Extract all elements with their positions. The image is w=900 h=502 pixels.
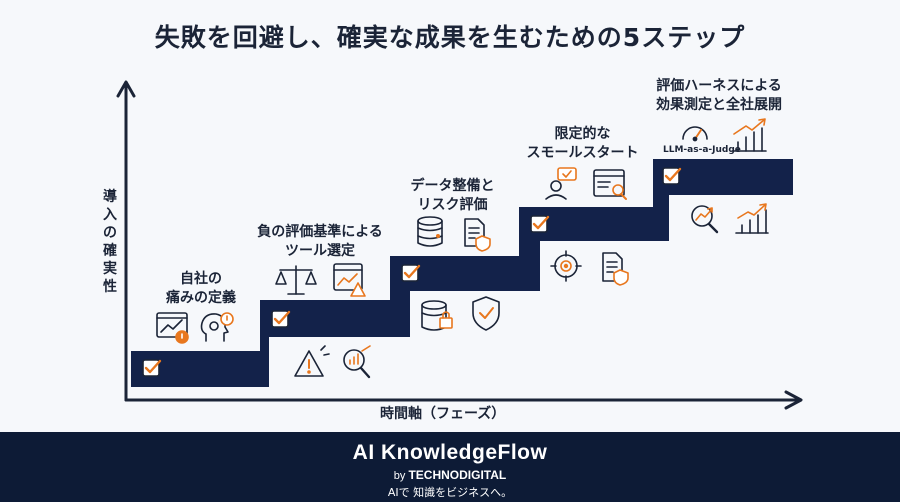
y-axis-label: 導入の確実性 [103, 189, 117, 295]
step-label-5-line1: 評価ハーネスによる [656, 78, 782, 94]
step2-icons [275, 263, 371, 379]
step-label-1-line2: 痛みの定義 [166, 290, 236, 306]
riser-1 [260, 300, 269, 387]
magnifier-chart-icon [343, 345, 371, 379]
staircase-diagram [116, 80, 803, 410]
shield-check-icon [472, 296, 500, 331]
warning-icon [294, 345, 330, 377]
growth-chart-icon [735, 203, 769, 234]
check-icon [530, 215, 550, 233]
brand-tagline: AIで 知識をビジネスへ。 [387, 486, 513, 499]
step-label-3-line1: データ整備と [410, 178, 495, 194]
user-chat-icon [545, 167, 577, 200]
browser-search-icon [593, 169, 627, 200]
step-label-4: 限定的な スモールスタート [520, 125, 645, 163]
x-axis-arrowhead [784, 390, 803, 410]
check-icons [142, 167, 682, 377]
y-axis-arrowhead [116, 80, 136, 98]
company-name: TECHNODIGITAL [408, 468, 507, 482]
step3-icons [417, 216, 500, 331]
step4-icons [545, 167, 629, 286]
step-label-4-line1: 限定的な [554, 126, 611, 142]
database-icon [417, 216, 443, 247]
scale-icon [275, 265, 317, 295]
step-label-3-line2: リスク評価 [417, 197, 488, 213]
chart-alert-icon [156, 312, 189, 344]
page-title: 失敗を回避し、確実な成果を生むための5ステップ [154, 23, 746, 52]
step-label-5: 評価ハーネスによる 効果測定と全社展開 [644, 77, 794, 115]
target-icon [550, 250, 582, 282]
step-label-1: 自社の 痛みの定義 [146, 270, 256, 308]
footer-banner: AI KnowledgeFlow by TECHNODIGITAL AIで 知識… [0, 432, 900, 502]
step5-icons [682, 118, 769, 234]
head-gear-icon [200, 312, 234, 342]
step-label-5-line2: 効果測定と全社展開 [656, 97, 782, 113]
step-label-2: 負の評価基準による ツール選定 [245, 223, 395, 261]
step-label-3: データ整備と リスク評価 [395, 177, 510, 215]
check-icon [271, 310, 291, 328]
database-lock-icon [421, 300, 453, 331]
axes [116, 80, 803, 410]
llm-judge-tag: LLM-as-a-Judge [663, 145, 741, 155]
brand-byline: by TECHNODIGITAL [0, 468, 900, 482]
document-shield-icon [602, 252, 629, 286]
gauge-icon [682, 126, 708, 142]
step-label-4-line2: スモールスタート [526, 145, 639, 161]
step-label-2-line1: 負の評価基準による [257, 224, 383, 240]
magnifier-trend-icon [691, 205, 719, 234]
check-icon [142, 359, 162, 377]
brand-name: AI KnowledgeFlow [352, 441, 548, 464]
x-axis-label: 時間軸（フェーズ） [380, 406, 506, 422]
check-icon [401, 264, 421, 282]
chart-warning-icon [333, 263, 366, 297]
growth-chart-icon [731, 118, 767, 152]
step1-icons [156, 312, 234, 344]
check-icon [662, 167, 682, 185]
document-shield-icon [464, 218, 491, 252]
step-label-1-line1: 自社の [180, 271, 222, 287]
step-label-2-line2: ツール選定 [285, 243, 355, 259]
byline-by: by [393, 470, 406, 482]
